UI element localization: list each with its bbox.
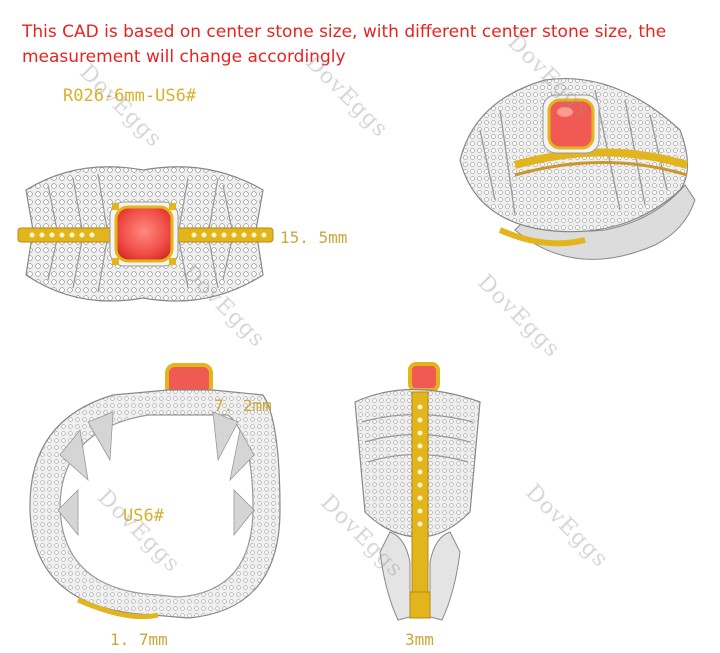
dimension-shank-side: 3mm xyxy=(405,630,434,649)
ring-side-view xyxy=(354,362,481,621)
watermark-1: DovEggs xyxy=(74,60,167,153)
watermark-8: DovEggs xyxy=(520,480,613,573)
cad-notice: This CAD is based on center stone size, … xyxy=(22,20,712,70)
dimension-shank-bottom: 1. 7mm xyxy=(110,630,168,649)
ring-size-label: US6# xyxy=(123,506,164,526)
dimension-height: 7. 2mm xyxy=(214,396,272,415)
ring-front-view xyxy=(29,363,281,620)
watermark-5: DovEggs xyxy=(472,270,565,363)
ring-top-view xyxy=(17,166,274,302)
dimension-width: 15. 5mm xyxy=(280,228,348,247)
cad-notice-line-2: measurement will change accordingly xyxy=(22,47,346,67)
cad-notice-line-1: This CAD is based on center stone size, … xyxy=(22,22,667,42)
model-code: R026-6mm-US6# xyxy=(63,86,197,106)
ring-perspective-view xyxy=(459,77,696,260)
